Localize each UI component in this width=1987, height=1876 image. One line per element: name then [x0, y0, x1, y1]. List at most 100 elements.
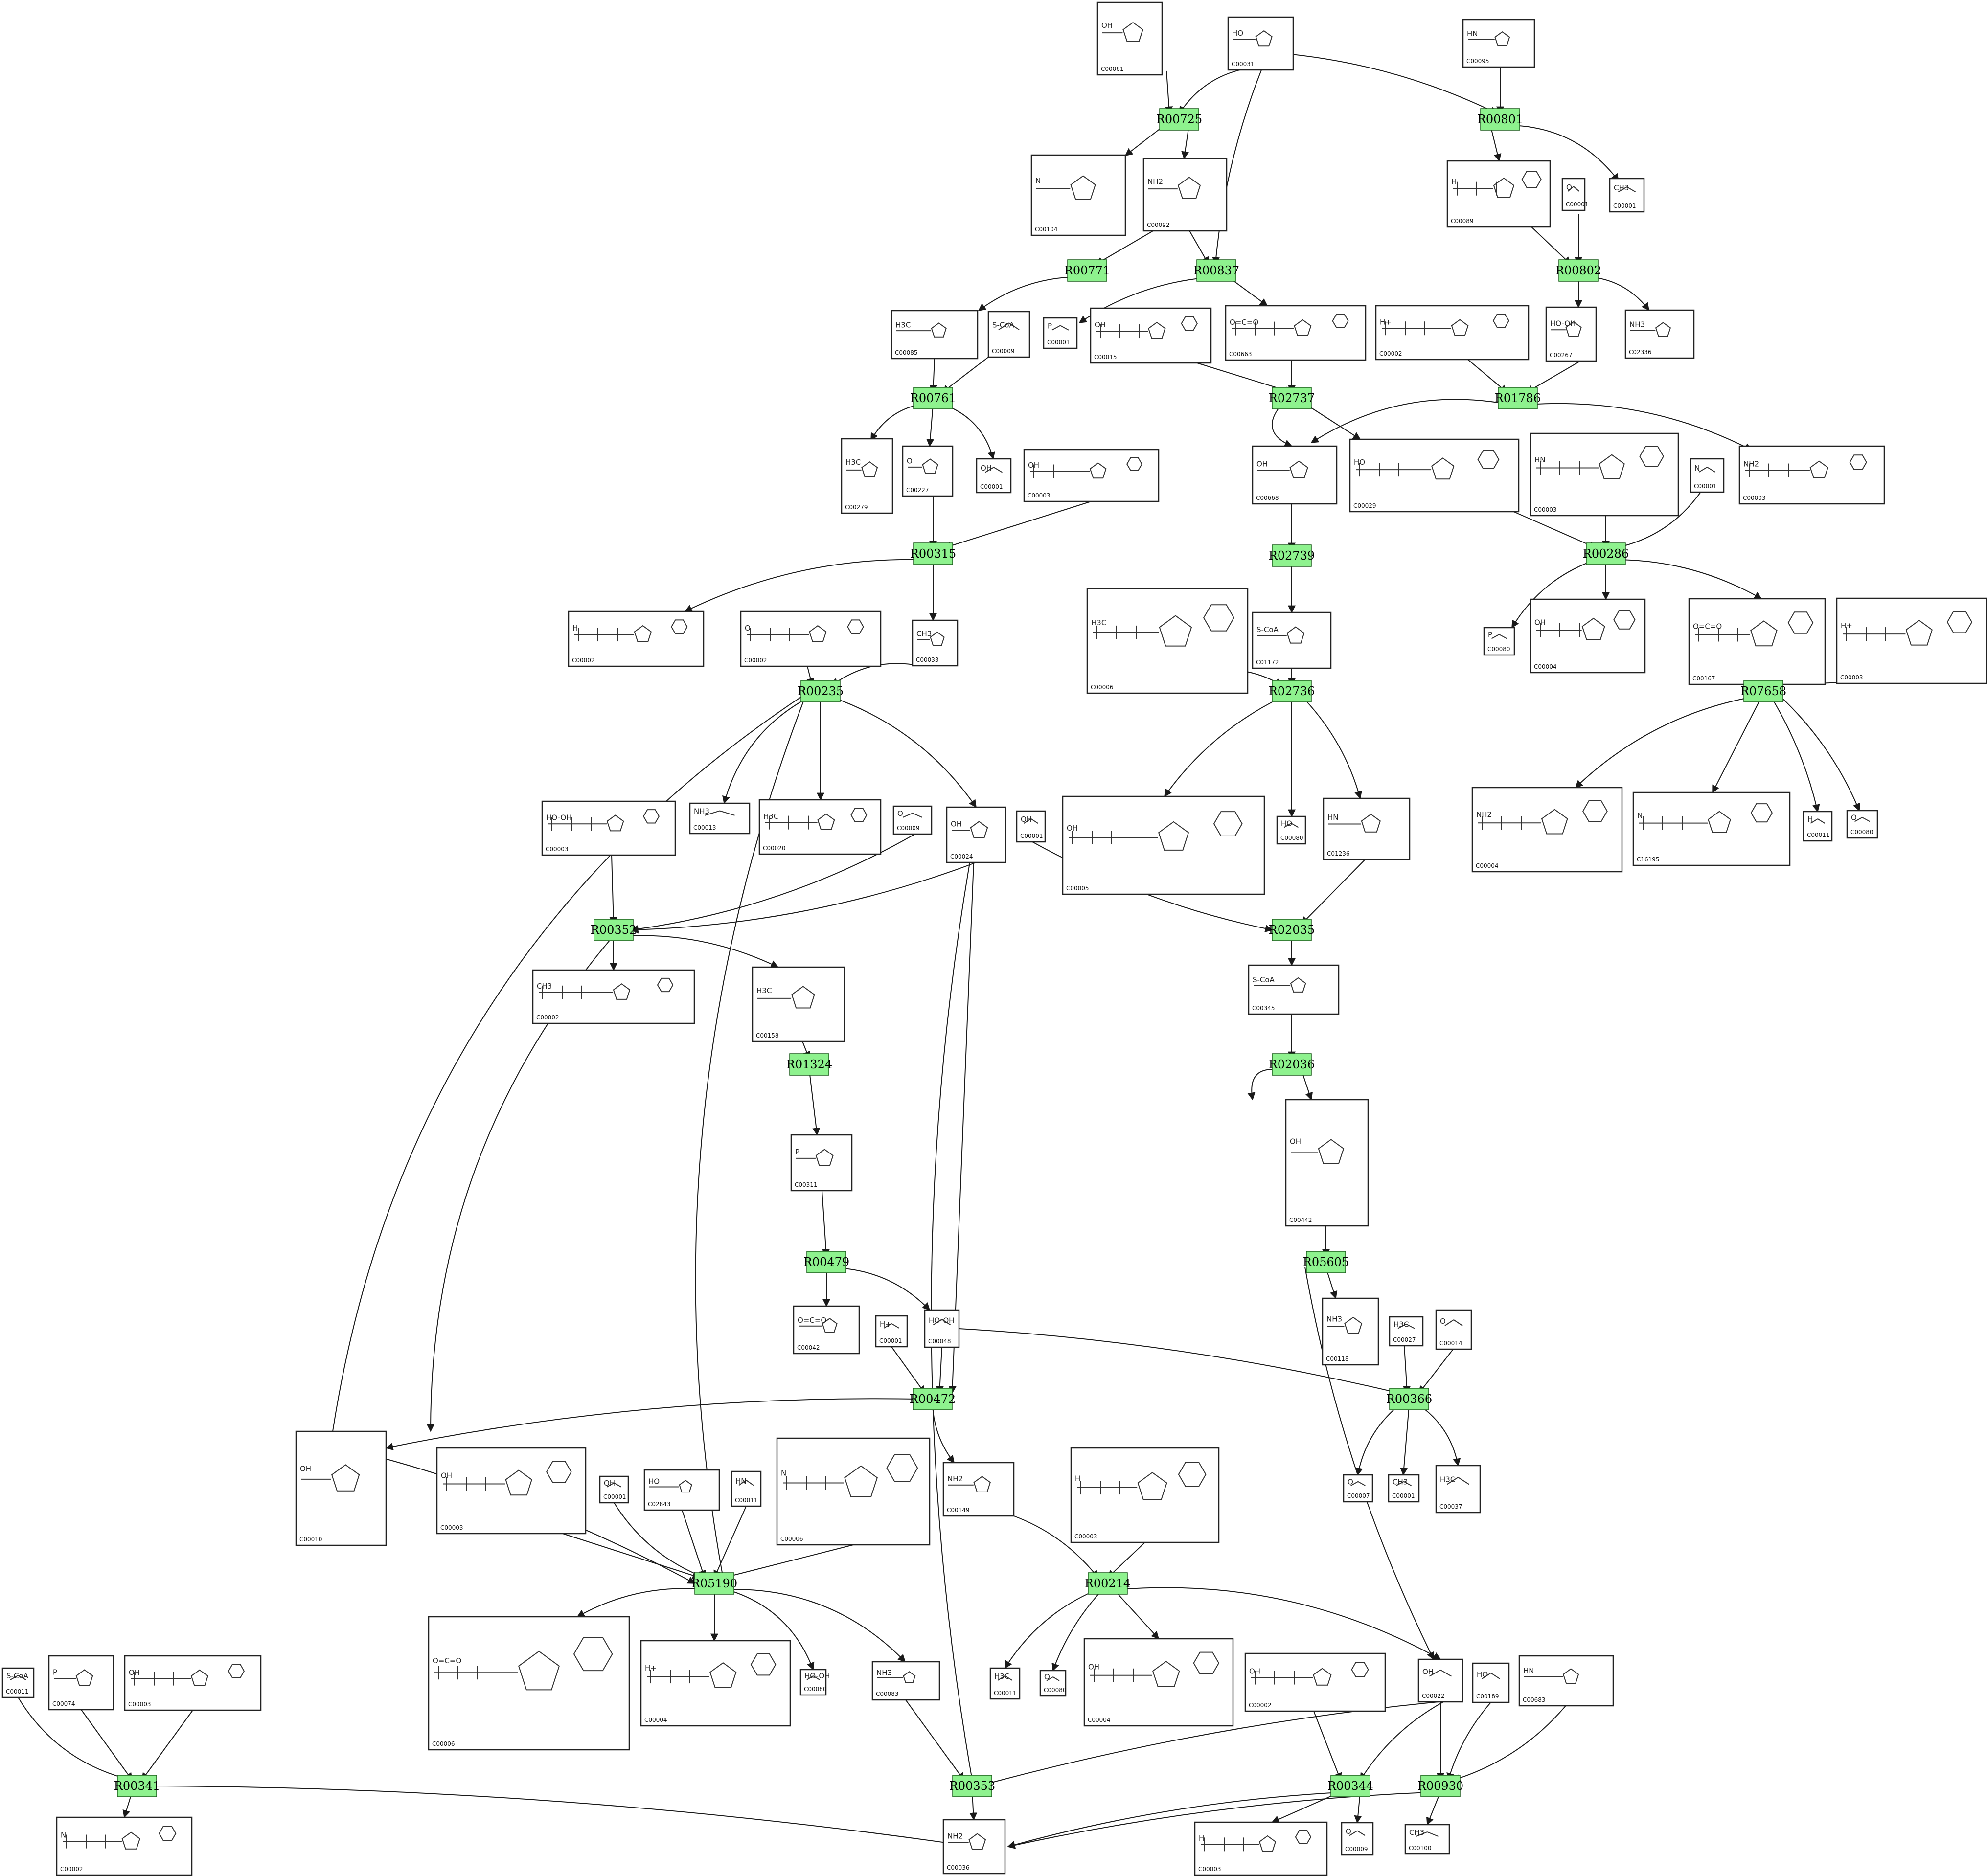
reaction-r00286[interactable]: R00286	[1583, 542, 1629, 565]
reaction-r00761[interactable]: R00761	[910, 387, 956, 409]
reaction-r00344[interactable]: R00344	[1327, 1775, 1373, 1797]
reaction-r05190[interactable]: R05190	[691, 1572, 737, 1595]
compound-c00004[interactable]: H+C00004	[640, 1640, 791, 1727]
compound-c00002[interactable]: H+C00002	[1375, 305, 1530, 361]
reaction-r00479[interactable]: R00479	[803, 1251, 849, 1273]
reaction-r00472[interactable]: R00472	[910, 1388, 956, 1410]
reaction-r00930[interactable]: R00930	[1417, 1775, 1463, 1797]
reaction-r00214[interactable]: R00214	[1085, 1572, 1131, 1595]
reaction-r00235[interactable]: R00235	[798, 680, 844, 702]
reaction-r00801[interactable]: R00801	[1477, 108, 1523, 131]
reaction-r00315[interactable]: R00315	[910, 542, 956, 565]
reaction-r00341[interactable]: R00341	[114, 1775, 160, 1797]
reaction-r02739[interactable]: R02739	[1269, 544, 1315, 567]
reaction-r02737[interactable]: R02737	[1269, 387, 1315, 409]
reaction-r00771[interactable]: R00771	[1064, 259, 1110, 282]
reaction-r05605[interactable]: R05605	[1303, 1251, 1349, 1273]
reaction-r07658[interactable]: R07658	[1740, 680, 1786, 702]
reaction-r00353[interactable]: R00353	[949, 1775, 995, 1797]
reaction-r02036[interactable]: R02036	[1269, 1053, 1315, 1076]
reaction-r00725[interactable]: R00725	[1156, 108, 1202, 131]
reaction-r00837[interactable]: R00837	[1193, 259, 1239, 282]
reaction-r02736[interactable]: R02736	[1269, 680, 1315, 702]
reaction-r00352[interactable]: R00352	[591, 919, 637, 941]
